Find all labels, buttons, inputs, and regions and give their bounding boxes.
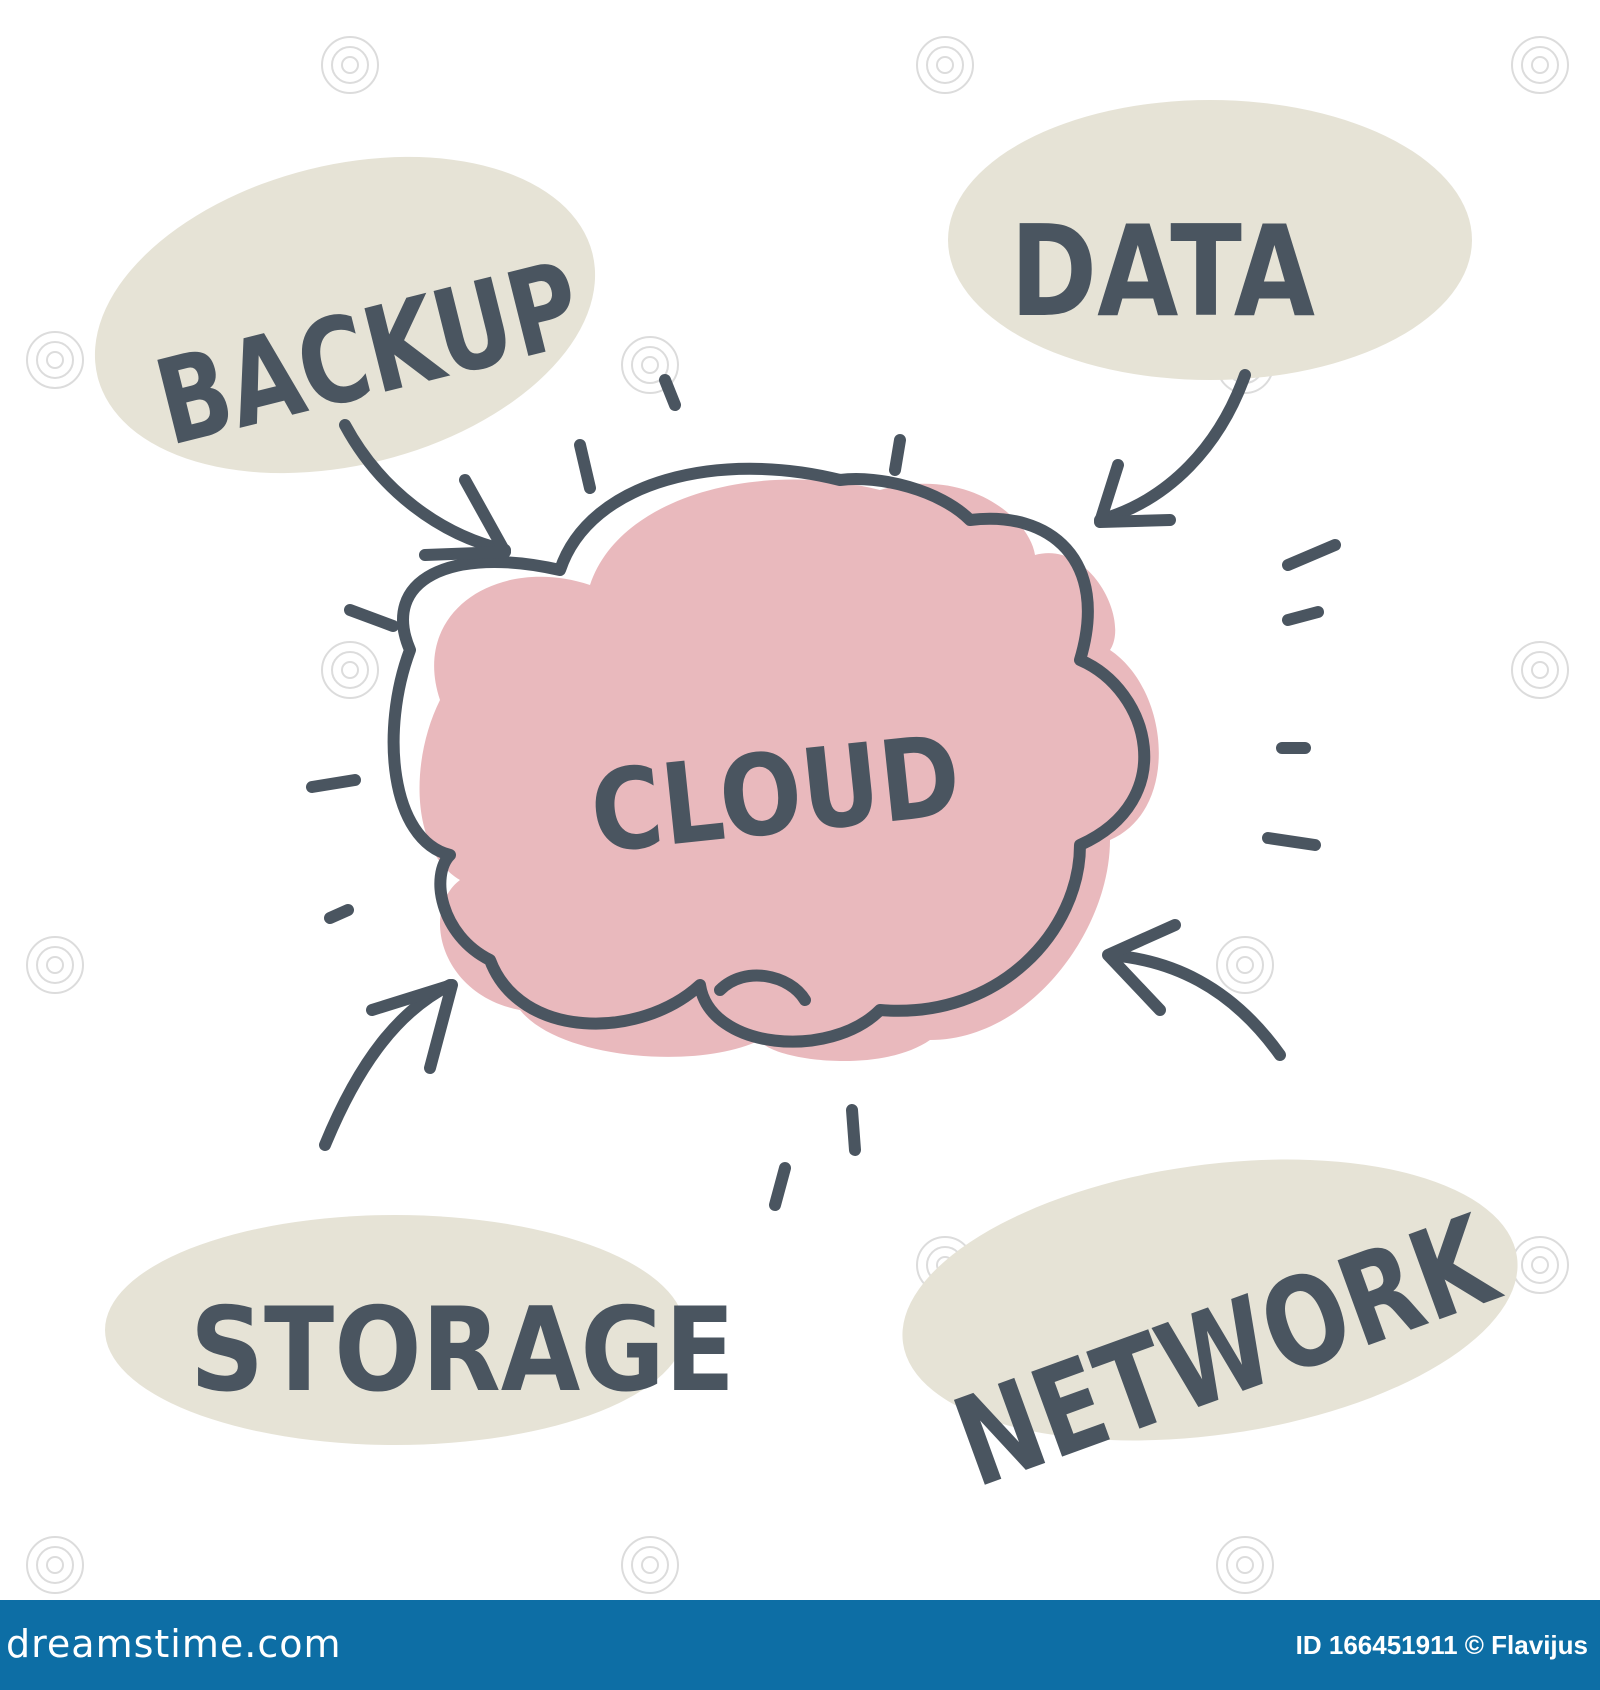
arrow-network-to-cloud	[1102, 919, 1286, 1061]
cloud-concept-diagram: BACKUP DATA CLOUD STORAGE NETWORK	[26, 36, 1569, 1594]
data-bubble	[948, 100, 1472, 380]
brand-watermark: dreamstime.com	[6, 1622, 342, 1666]
arrow-storage-to-cloud	[319, 979, 458, 1151]
image-credit: ID 166451911 © Flavijus	[1295, 1630, 1588, 1660]
arrow-backup-to-cloud	[339, 419, 511, 561]
stock-footer-bar: dreamstime.com ID 166451911 © Flavijus	[0, 1600, 1600, 1690]
data-label: DATA	[1010, 198, 1315, 345]
arrow-data-to-cloud	[1094, 369, 1251, 528]
storage-label: STORAGE	[190, 1283, 735, 1418]
cloud-fill	[419, 479, 1159, 1061]
network-bubble	[902, 1159, 1518, 1441]
backup-bubble	[94, 156, 596, 474]
emphasis-dashes	[306, 374, 1341, 1211]
cloud-inner-curl	[714, 969, 811, 1006]
cloud-outline	[387, 462, 1151, 1048]
storage-bubble	[105, 1215, 685, 1445]
